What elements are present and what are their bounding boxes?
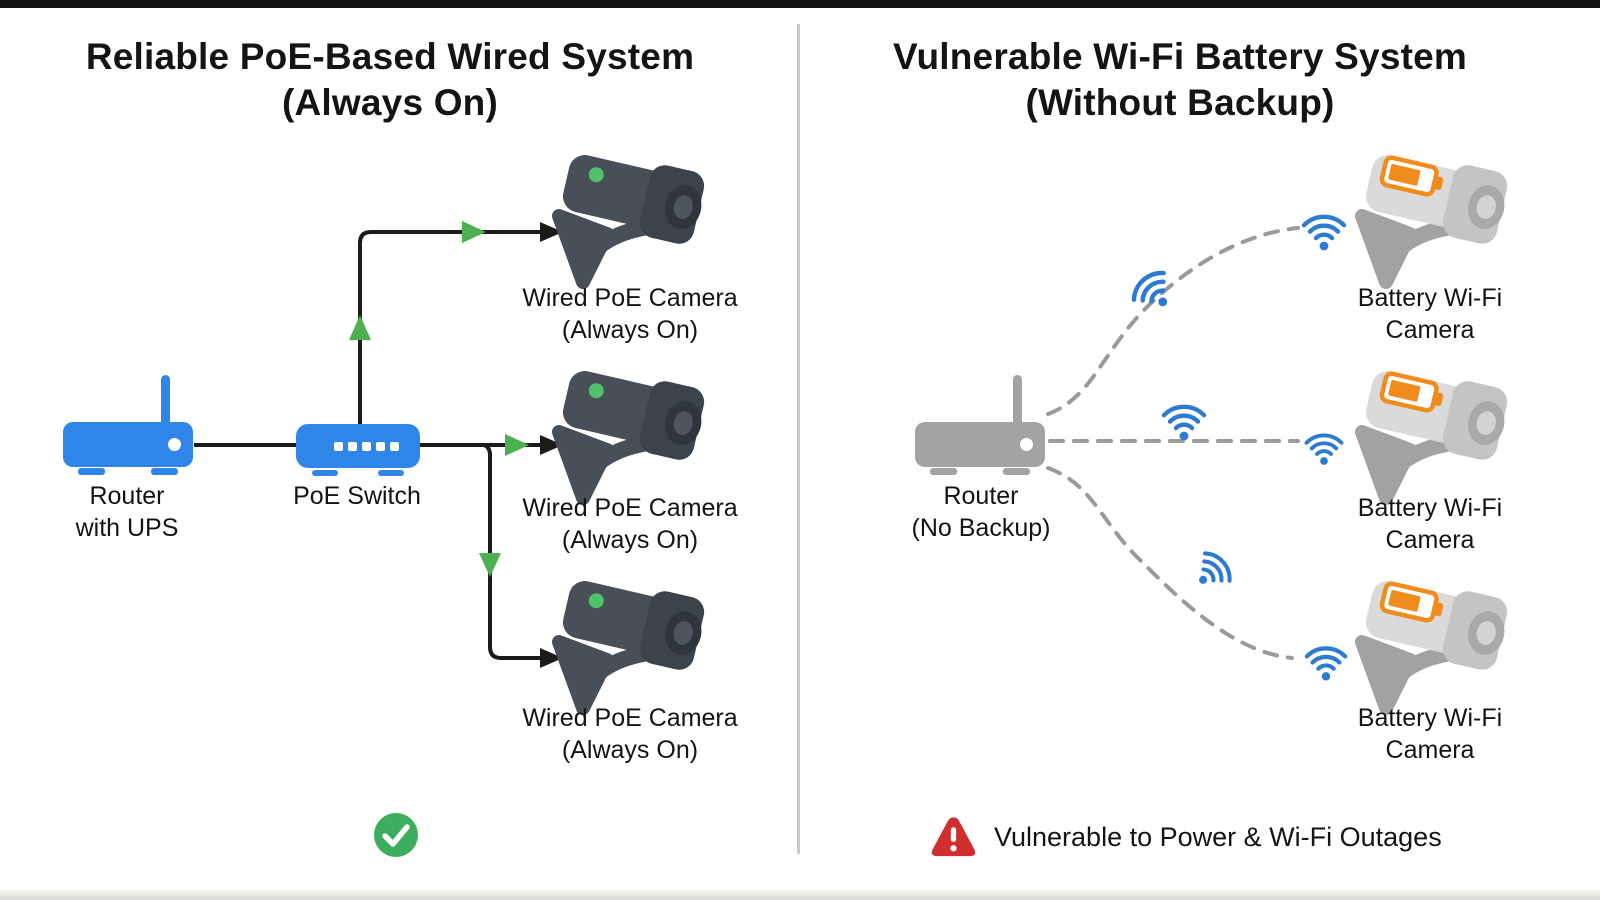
poe-switch-label: PoE Switch [293,482,421,510]
poe-switch-icon [296,424,420,476]
warning-triangle-icon [931,817,976,857]
wired-camera-label: Wired PoE Camera (Always On) [522,704,738,764]
wired-poe-camera-icon [545,152,715,300]
top-border [0,0,1600,8]
router-with-ups-icon [63,375,195,475]
check-circle-icon [374,813,418,857]
wifi-signal-icon [1300,208,1348,252]
wifi-signal-icon [1119,258,1184,323]
router-foot [151,468,178,475]
left-title-line2: (Always On) [281,82,499,123]
wired-camera-label: Wired PoE Camera (Always On) [522,494,738,554]
battery-camera-label: Battery Wi-Fi Camera [1357,704,1503,764]
wifi-signal-icon [1303,640,1349,682]
bottom-edge [0,890,1600,900]
router-foot [1003,468,1030,475]
switch-foot [312,470,338,476]
router-no-backup-label: Router (No Backup) [911,482,1051,542]
battery-camera-label: Battery Wi-Fi Camera [1357,494,1503,554]
battery-camera-label: Battery Wi-Fi Camera [1357,284,1503,344]
router-foot [78,468,105,475]
switch-body [296,424,420,468]
wifi-signal-icon [1160,398,1208,442]
wifi-signal-icon [1303,428,1345,466]
wifi-signal-icon [1184,540,1243,599]
right-panel-title: Vulnerable Wi-Fi Battery System (Without… [830,34,1530,126]
panel-divider [797,24,800,854]
router-led [168,438,181,451]
right-title-line1: Vulnerable Wi-Fi Battery System [892,36,1468,77]
switch-foot [378,470,404,476]
warning-text: Vulnerable to Power & Wi-Fi Outages [994,822,1442,852]
router-antenna [161,375,170,427]
router-with-ups-label: Router with UPS [75,482,179,542]
left-panel-title: Reliable PoE-Based Wired System (Always … [30,34,750,126]
router-foot [930,468,957,475]
router-led [1020,438,1033,451]
left-title-line1: Reliable PoE-Based Wired System [85,36,695,77]
router-antenna [1013,375,1022,427]
router-no-backup-icon [915,375,1047,475]
switch-ports [334,442,399,451]
wired-camera-label: Wired PoE Camera (Always On) [522,284,738,344]
battery-wifi-camera-icon [1348,152,1518,300]
right-title-line2: (Without Backup) [1025,82,1335,123]
